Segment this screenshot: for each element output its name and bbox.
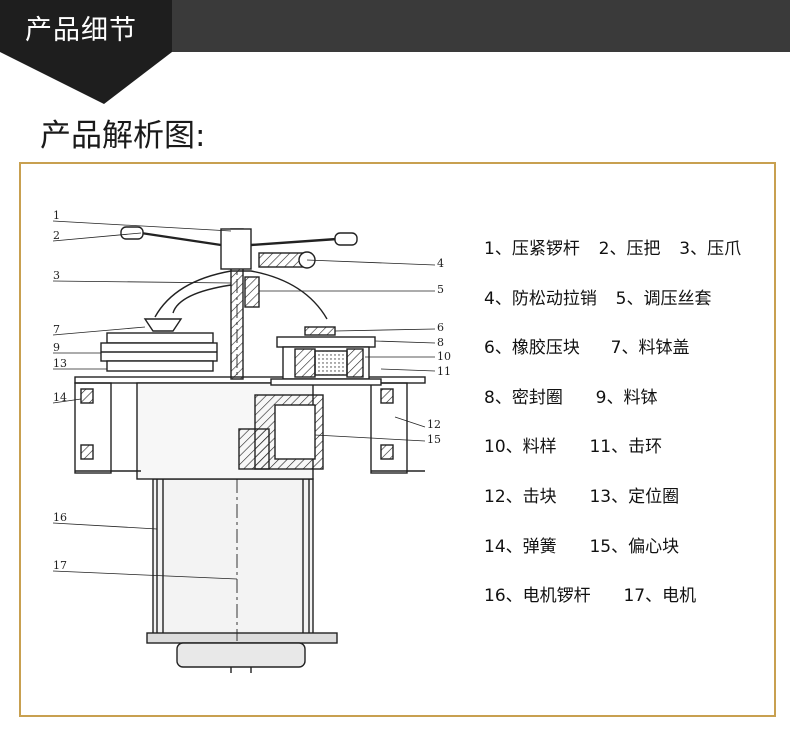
part-label-10: 10 — [437, 350, 451, 363]
header-title: 产品细节 — [25, 15, 137, 46]
legend-item: 7、料钵盖 — [610, 338, 690, 359]
legend-item: 10、料样 — [484, 437, 557, 458]
legend-row: 1、压紧锣杆 2、压把 3、压爪 — [484, 234, 774, 284]
part-label-13: 13 — [53, 357, 67, 370]
part-label-8: 8 — [437, 336, 444, 349]
legend-row: 10、料样 11、击环 — [484, 432, 774, 482]
legend-item: 11、击环 — [589, 437, 663, 458]
legend-item: 13、定位圈 — [589, 486, 680, 507]
legend-row: 16、电机锣杆 17、电机 — [484, 581, 774, 631]
part-label-12: 12 — [427, 418, 441, 431]
part-label-2: 2 — [53, 229, 60, 242]
legend-item: 8、密封圈 — [484, 387, 563, 408]
legend-row: 12、击块 13、定位圈 — [484, 482, 774, 532]
part-label-6: 6 — [437, 321, 444, 334]
legend-item: 14、弹簧 — [484, 536, 557, 557]
legend-item: 15、偏心块 — [589, 536, 680, 557]
part-label-7: 7 — [53, 323, 60, 336]
legend-item: 6、橡胶压块 — [484, 338, 580, 359]
part-label-4: 4 — [437, 257, 444, 270]
part-label-16: 16 — [53, 511, 67, 524]
parts-legend: 1、压紧锣杆 2、压把 3、压爪 4、防松动拉销 5、调压丝套 6、橡胶压块 7… — [484, 234, 774, 631]
legend-item: 4、防松动拉销 — [484, 288, 597, 309]
legend-row: 8、密封圈 9、料钵 — [484, 383, 774, 433]
legend-item: 9、料钵 — [595, 387, 658, 408]
machine-cross-section-diagram: 1 2 3 4 5 6 7 8 9 10 11 12 13 14 15 16 1… — [52, 209, 451, 673]
part-label-15: 15 — [427, 433, 441, 446]
legend-row: 6、橡胶压块 7、料钵盖 — [484, 333, 774, 383]
legend-item: 12、击块 — [484, 486, 557, 507]
legend-item: 3、压爪 — [679, 239, 742, 259]
header-tab: 产品细节 — [0, 0, 172, 104]
part-label-17: 17 — [53, 559, 67, 572]
legend-item: 2、压把 — [598, 239, 661, 259]
section-title: 产品解析图: — [40, 118, 206, 154]
legend-item: 1、压紧锣杆 — [484, 239, 580, 259]
part-label-5: 5 — [437, 283, 444, 296]
legend-item: 16、电机锣杆 — [484, 586, 591, 607]
part-label-9: 9 — [53, 341, 60, 354]
part-label-11: 11 — [437, 365, 451, 378]
legend-row: 4、防松动拉销 5、调压丝套 — [484, 284, 774, 334]
legend-item: 17、电机 — [623, 586, 697, 607]
diagram-panel: 1 2 3 4 5 6 7 8 9 10 11 12 13 14 15 16 1… — [19, 162, 776, 717]
legend-row: 14、弹簧 15、偏心块 — [484, 532, 774, 582]
part-label-3: 3 — [53, 269, 60, 282]
legend-item: 5、调压丝套 — [615, 288, 712, 309]
part-label-14: 14 — [53, 391, 67, 404]
part-label-1: 1 — [53, 209, 60, 222]
